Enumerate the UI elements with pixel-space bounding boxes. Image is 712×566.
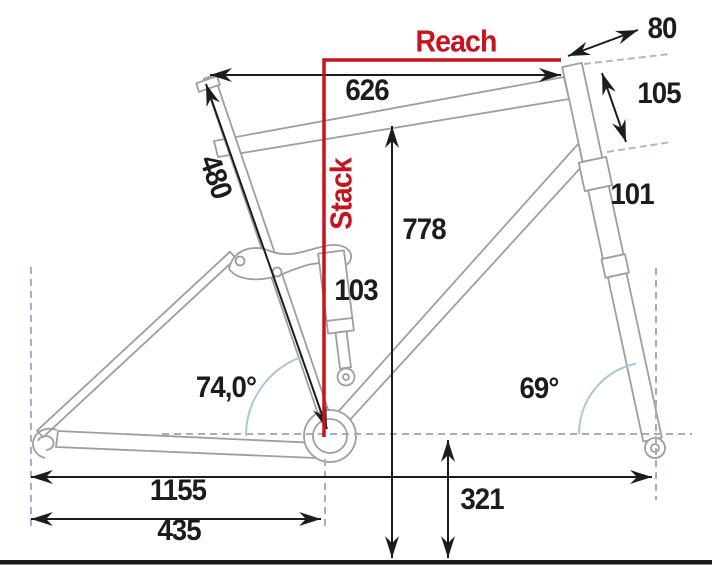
- head-tube: [561, 62, 604, 163]
- shock-shaft: [334, 330, 352, 370]
- dim-head-tube-105: [601, 72, 627, 143]
- dim-stem-80: [567, 29, 639, 57]
- axle-reference-dashes: [30, 267, 692, 528]
- standover-height-label: 778: [402, 213, 446, 246]
- headtube-top-reference: [583, 53, 671, 65]
- top-tube-length-label: 626: [345, 74, 389, 107]
- ground-line: [0, 560, 712, 565]
- reach-stack-line: [322, 58, 561, 437]
- bb-shell-inner: [312, 418, 348, 454]
- wheelbase-label: 1155: [149, 474, 207, 507]
- dimension-arrows: [31, 29, 652, 558]
- chainstay-length-label: 435: [157, 514, 201, 547]
- rear-dropout-hook: [32, 427, 58, 459]
- fork-head-lower-label: 101: [610, 178, 654, 211]
- fork-clamp-band: [600, 253, 630, 279]
- frame-outline: [32, 62, 666, 463]
- shock-eyelet-hole: [342, 373, 350, 381]
- rear-dropout-hook-inner: [37, 435, 55, 451]
- seatstay-tube: [36, 250, 237, 439]
- head-angle-arc: [578, 362, 637, 435]
- seat-tube-angle-label: 74,0°: [195, 371, 257, 404]
- fork-lower-leg: [607, 272, 663, 443]
- head-tube-angle-label: 69°: [519, 372, 560, 405]
- headtube-reference-dashes: [583, 53, 672, 153]
- headset-crown: [577, 155, 614, 193]
- dim-seat-tube-480: [205, 83, 328, 430]
- shock-length-label: 103: [334, 274, 378, 307]
- stack-label: Stack: [323, 158, 359, 230]
- chainstay-tube: [55, 430, 319, 459]
- headtube-bottom-reference: [606, 141, 672, 153]
- rocker-pivot-1: [234, 255, 246, 267]
- bb-height-label: 321: [460, 483, 504, 516]
- head-tube-length-label: 105: [637, 77, 681, 110]
- shock-body-seam: [325, 317, 353, 322]
- reach-label: Reach: [415, 23, 497, 59]
- stem-length-label: 80: [647, 12, 678, 45]
